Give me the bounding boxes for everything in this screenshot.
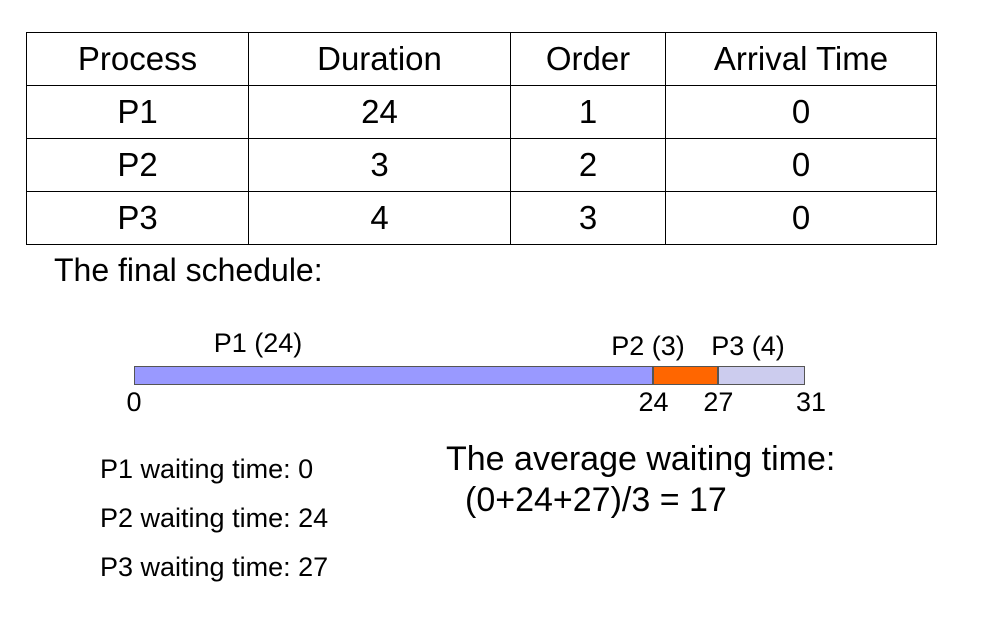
waiting-time-list: P1 waiting time: 0 P2 waiting time: 24 P… [100, 451, 328, 598]
gantt-tick-label: 27 [703, 387, 734, 417]
average-formula: (0+24+27)/3 = 17 [465, 481, 727, 519]
cell-process: P2 [26, 138, 249, 192]
gantt-segment-label: P1 (24) [213, 328, 303, 358]
gantt-segment-label: P2 (3) [611, 331, 685, 361]
gantt-tick-label: 24 [638, 387, 669, 417]
average-heading: The average waiting time: [446, 440, 836, 478]
table-row: P3 4 3 0 [26, 191, 937, 245]
gantt-tick-label: 31 [795, 387, 827, 417]
cell-arrival-time: 0 [665, 191, 937, 245]
list-item: P1 waiting time: 0 [100, 454, 314, 484]
cell-order: 1 [510, 85, 666, 139]
table-header-row: Process Duration Order Arrival Time [26, 32, 937, 86]
cell-duration: 24 [248, 85, 511, 139]
gantt-segment [134, 366, 654, 385]
header-process: Process [26, 32, 249, 86]
gantt-segment-label: P3 (4) [711, 331, 785, 361]
gantt-tick-label: 0 [126, 387, 142, 417]
process-table: Process Duration Order Arrival Time P1 2… [26, 32, 937, 245]
table-row: P1 24 1 0 [26, 85, 937, 139]
cell-order: 2 [510, 138, 666, 192]
cell-process: P3 [26, 191, 249, 245]
header-duration: Duration [248, 32, 511, 86]
list-item: P2 waiting time: 24 [100, 503, 329, 533]
gantt-segment [653, 366, 719, 385]
cell-duration: 4 [248, 191, 511, 245]
cell-arrival-time: 0 [665, 138, 937, 192]
cell-arrival-time: 0 [665, 85, 937, 139]
gantt-segment [718, 366, 805, 385]
list-item: P3 waiting time: 27 [100, 552, 329, 582]
cell-order: 3 [510, 191, 666, 245]
cell-process: P1 [26, 85, 249, 139]
header-order: Order [510, 32, 666, 86]
cell-duration: 3 [248, 138, 511, 192]
table-row: P2 3 2 0 [26, 138, 937, 192]
header-arrival-time: Arrival Time [665, 32, 937, 86]
schedule-heading: The final schedule: [54, 252, 323, 288]
